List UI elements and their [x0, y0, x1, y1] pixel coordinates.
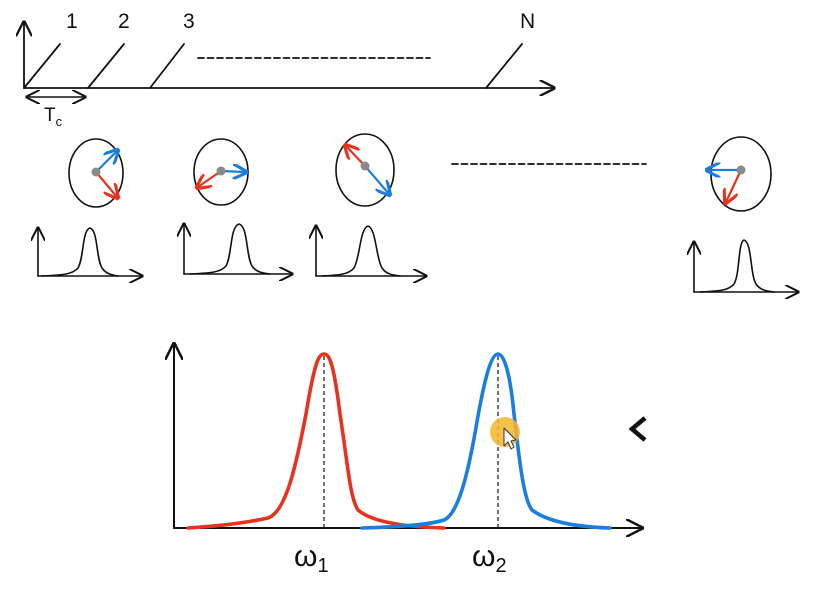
spin-states: [68, 133, 772, 212]
chevron-left-icon[interactable]: [628, 416, 647, 442]
blue-spin-arrow: [364, 165, 389, 194]
pulse-2: [87, 43, 125, 89]
mouse-pointer-icon: [503, 427, 517, 450]
pulse-label-1: 1: [66, 10, 78, 33]
omega-2-label: ω2: [472, 540, 507, 577]
blue-spin-arrow: [95, 151, 117, 173]
red-spin-arrow: [198, 170, 222, 187]
side-tab[interactable]: [628, 408, 670, 452]
cursor: [490, 417, 520, 450]
timeline: 1 2 3 N Tc: [24, 10, 554, 129]
spin-circle-2: [194, 138, 249, 206]
pulse-label-3: 3: [183, 10, 195, 33]
pulse-n: [485, 43, 523, 89]
pulse-3: [149, 43, 185, 89]
signal-plot-2: [184, 224, 292, 274]
peak-omega-2: [360, 352, 612, 530]
spin-circle-n: [708, 136, 772, 212]
spin-circle-1: [68, 138, 124, 208]
pulse-1: [23, 43, 61, 89]
signal-plots: [38, 224, 798, 292]
pulse-label-n: N: [520, 10, 535, 33]
signal-plot-n: [694, 239, 798, 292]
red-spin-arrow: [95, 171, 117, 197]
signal-plot-3: [316, 226, 426, 276]
period-label: Tc: [44, 105, 63, 129]
spectrum: ω1 ω2: [174, 344, 642, 577]
peak-omega-1: [186, 352, 446, 530]
omega-1-label: ω1: [294, 540, 329, 577]
red-spin-arrow: [346, 146, 366, 167]
red-spin-arrow: [726, 169, 742, 202]
spin-circle-3: [335, 133, 395, 207]
pulse-label-2: 2: [118, 10, 130, 33]
signal-plot-1: [38, 228, 142, 276]
